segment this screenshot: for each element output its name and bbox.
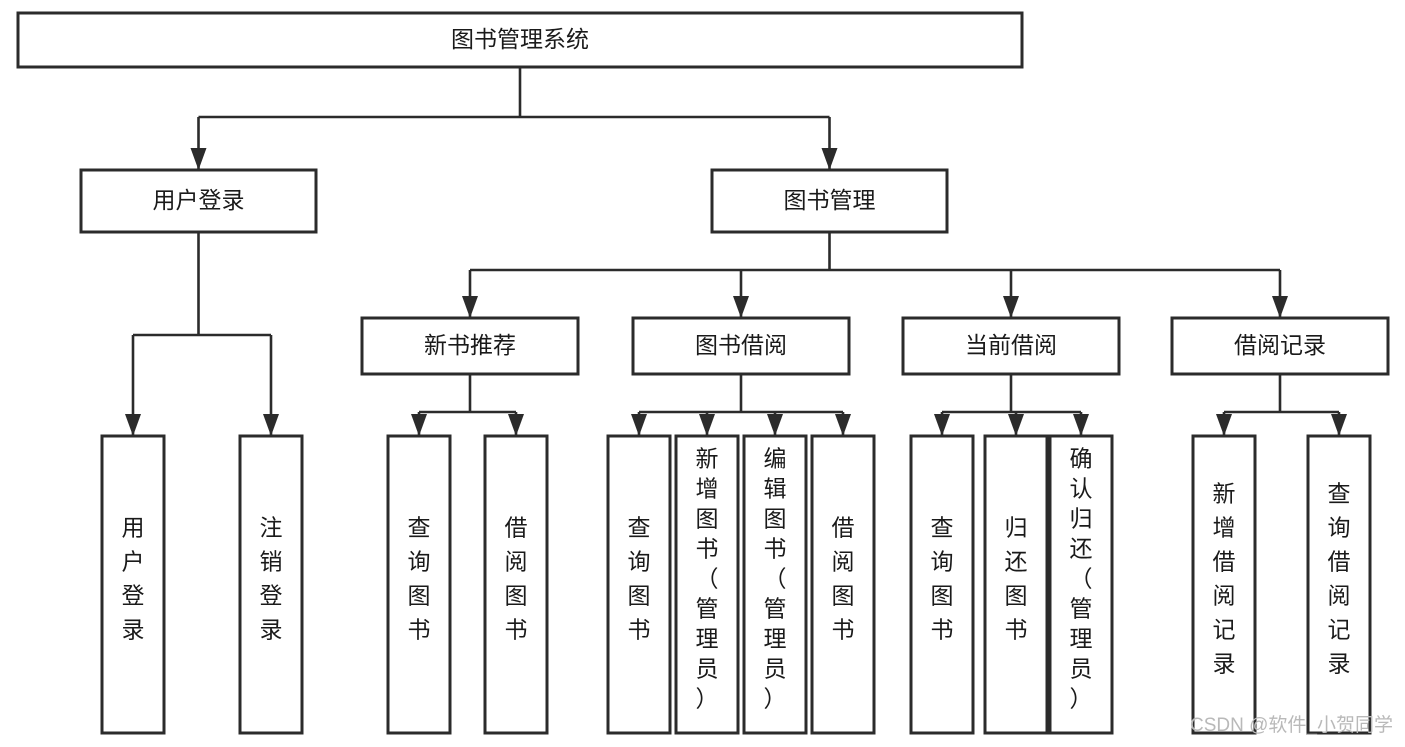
node-box-leaf-query-book-3 (909, 434, 975, 735)
node-box-leaf-borrow-book-2 (810, 434, 876, 735)
arrow-head-icon (631, 414, 647, 436)
node-label-book-manage: 图书管理 (784, 187, 876, 213)
arrow-head-icon (1331, 414, 1347, 436)
node-box-user-login (79, 168, 318, 234)
node-leaf-borrow-book-1[interactable]: 借阅图书 (483, 434, 549, 735)
node-leaf-add-record[interactable]: 新增借阅记录 (1191, 434, 1257, 735)
node-layer: 图书管理系统用户登录图书管理新书推荐图书借阅当前借阅借阅记录用户登录注销登录查询… (16, 11, 1390, 735)
arrow-head-icon (934, 414, 950, 436)
arrow-head-icon (508, 414, 524, 436)
arrow-head-icon (821, 148, 838, 170)
arrow-head-icon (1008, 414, 1024, 436)
node-box-leaf-confirm-return (1048, 434, 1114, 735)
node-label-root: 图书管理系统 (451, 26, 589, 52)
node-leaf-return-book[interactable]: 归还图书 (983, 434, 1049, 735)
arrow-head-icon (411, 414, 427, 436)
node-leaf-query-record[interactable]: 查询借阅记录 (1306, 434, 1372, 735)
arrow-head-icon (1073, 414, 1089, 436)
arrow-head-icon (1216, 414, 1232, 436)
node-label-borrow-record: 借阅记录 (1234, 332, 1326, 358)
node-box-leaf-return-book (983, 434, 1049, 735)
node-box-borrow-record (1170, 316, 1390, 376)
arrow-head-icon (733, 296, 749, 318)
node-box-new-book-rec (360, 316, 580, 376)
arrow-head-icon (699, 414, 715, 436)
node-book-borrow[interactable]: 图书借阅 (631, 316, 851, 376)
node-root[interactable]: 图书管理系统 (16, 11, 1024, 69)
node-leaf-logout[interactable]: 注销登录 (238, 434, 304, 735)
node-box-leaf-query-book-2 (606, 434, 672, 735)
node-label-user-login: 用户登录 (153, 187, 245, 213)
node-box-leaf-user-login (100, 434, 166, 735)
node-label-leaf-edit-book: 编辑图书（管理员） (764, 446, 787, 712)
node-label-leaf-user-login: 用户登录 (122, 515, 145, 643)
node-leaf-user-login[interactable]: 用户登录 (100, 434, 166, 735)
node-leaf-query-book-2[interactable]: 查询图书 (606, 434, 672, 735)
arrow-head-icon (125, 414, 141, 436)
arrow-head-icon (835, 414, 851, 436)
node-label-leaf-query-book-1: 查询图书 (408, 515, 431, 643)
node-borrow-record[interactable]: 借阅记录 (1170, 316, 1390, 376)
node-leaf-edit-book[interactable]: 编辑图书（管理员） (742, 434, 808, 735)
node-current-borrow[interactable]: 当前借阅 (901, 316, 1121, 376)
arrow-head-icon (190, 148, 207, 170)
node-label-leaf-return-book: 归还图书 (1005, 515, 1028, 643)
arrow-head-icon (462, 296, 478, 318)
node-label-leaf-logout: 注销登录 (260, 515, 283, 643)
node-box-book-manage (710, 168, 949, 234)
node-leaf-query-book-1[interactable]: 查询图书 (386, 434, 452, 735)
node-label-new-book-rec: 新书推荐 (424, 332, 516, 358)
node-label-current-borrow: 当前借阅 (965, 332, 1057, 358)
node-leaf-borrow-book-2[interactable]: 借阅图书 (810, 434, 876, 735)
node-leaf-query-book-3[interactable]: 查询图书 (909, 434, 975, 735)
node-label-leaf-add-book: 新增图书（管理员） (696, 446, 719, 712)
node-box-leaf-query-record (1306, 434, 1372, 735)
arrow-head-icon (1272, 296, 1288, 318)
connector-layer (125, 67, 1347, 436)
node-leaf-add-book[interactable]: 新增图书（管理员） (674, 434, 740, 735)
node-label-leaf-query-book-3: 查询图书 (931, 515, 954, 643)
node-box-book-borrow (631, 316, 851, 376)
node-label-leaf-borrow-book-1: 借阅图书 (505, 515, 528, 643)
node-label-leaf-add-record: 新增借阅记录 (1213, 481, 1236, 677)
node-book-manage[interactable]: 图书管理 (710, 168, 949, 234)
csdn-watermark: CSDN @软件_小贺同学 (1190, 714, 1393, 736)
node-box-leaf-add-record (1191, 434, 1257, 735)
node-box-leaf-add-book (674, 434, 740, 735)
node-label-leaf-query-record: 查询借阅记录 (1328, 481, 1351, 677)
node-box-root (16, 11, 1024, 69)
node-label-leaf-confirm-return: 确认归还（管理员） (1070, 446, 1093, 712)
node-box-leaf-logout (238, 434, 304, 735)
node-label-leaf-query-book-2: 查询图书 (628, 515, 651, 643)
node-box-current-borrow (901, 316, 1121, 376)
node-user-login[interactable]: 用户登录 (79, 168, 318, 234)
node-label-leaf-borrow-book-2: 借阅图书 (832, 515, 855, 643)
node-box-leaf-borrow-book-1 (483, 434, 549, 735)
node-new-book-rec[interactable]: 新书推荐 (360, 316, 580, 376)
arrow-head-icon (1003, 296, 1019, 318)
node-leaf-confirm-return[interactable]: 确认归还（管理员） (1048, 434, 1114, 735)
node-box-leaf-edit-book (742, 434, 808, 735)
node-label-book-borrow: 图书借阅 (695, 332, 787, 358)
arrow-head-icon (767, 414, 783, 436)
arrow-head-icon (263, 414, 279, 436)
node-box-leaf-query-book-1 (386, 434, 452, 735)
